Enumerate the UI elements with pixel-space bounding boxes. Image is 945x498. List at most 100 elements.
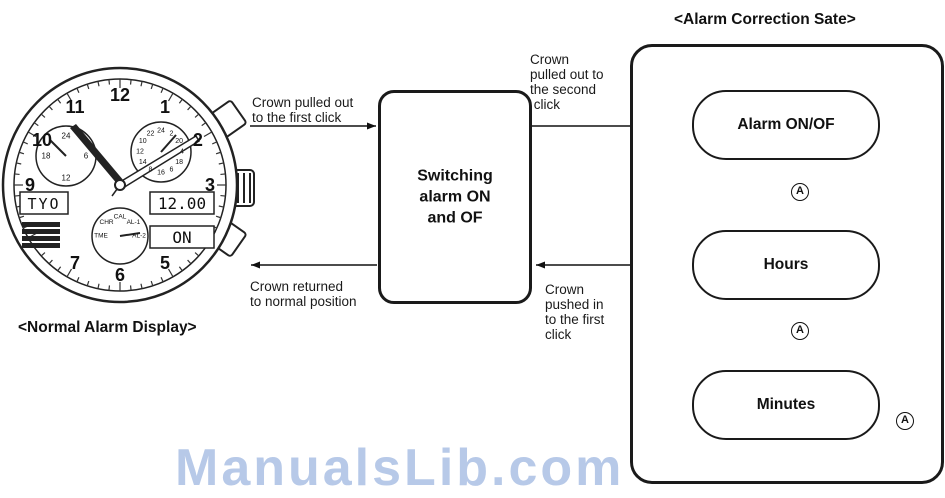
- subdial-right-label: 4: [180, 149, 184, 156]
- minute-tick: [140, 81, 143, 87]
- minute-tick: [33, 122, 39, 127]
- mode-label: AL-1: [127, 219, 141, 226]
- minute-tick: [160, 87, 164, 93]
- subdial-right-label: 10: [139, 138, 147, 145]
- mode-label: CAL: [114, 214, 127, 221]
- subdial-right-label: 8: [149, 167, 153, 174]
- subdial-right-label: 2: [170, 130, 174, 137]
- minute-tick: [194, 252, 200, 257]
- minute-tick: [178, 266, 183, 272]
- city-window: [19, 191, 69, 215]
- minute-tick: [16, 162, 22, 165]
- label-crown-pulled-second: Crown pulled out to the second click: [530, 52, 604, 112]
- lcd-segments: [22, 222, 60, 248]
- minute-tick: [40, 113, 46, 118]
- normal-alarm-display-caption: <Normal Alarm Display>: [18, 319, 197, 336]
- minute-tick: [167, 268, 174, 278]
- minute-tick: [66, 92, 73, 102]
- button-a-marker-2: A: [791, 322, 809, 340]
- minute-tick: [194, 113, 200, 118]
- minute-tick: [215, 215, 221, 219]
- hour-numeral: 5: [160, 253, 170, 273]
- minute-tick: [57, 266, 62, 272]
- minute-tick: [220, 173, 226, 176]
- mode-label: TME: [94, 233, 108, 240]
- minute-tick: [76, 87, 80, 93]
- minute-tick: [215, 151, 221, 155]
- hour-numeral: 7: [70, 253, 80, 273]
- label-crown-returned: Crown returned to normal position: [250, 279, 357, 309]
- switching-alarm-box: Switching alarm ON and OF: [378, 90, 532, 304]
- state-minutes: Minutes: [692, 370, 880, 440]
- subdial-left-label: 18: [42, 152, 51, 161]
- hour-numeral: 6: [115, 265, 125, 285]
- minute-tick: [150, 84, 154, 90]
- subdial-right-hand: [160, 134, 177, 153]
- hour-numeral: 3: [205, 175, 215, 195]
- subdial-right-label: 16: [157, 170, 165, 177]
- minute-tick: [86, 84, 90, 90]
- minute-tick: [108, 285, 111, 291]
- subdial-right-label: 14: [139, 159, 147, 166]
- minute-tick: [48, 105, 53, 111]
- minute-tick: [19, 151, 25, 155]
- label-crown-pushed: Crown pushed in to the first click: [545, 282, 605, 342]
- minute-tick: [97, 81, 100, 87]
- minute-tick: [40, 252, 46, 257]
- time-display: 12.00: [158, 194, 206, 213]
- city-display: TYO: [27, 195, 60, 213]
- alarm-status-display: ON: [172, 228, 191, 247]
- minute-tick: [160, 277, 164, 283]
- minute-tick: [203, 131, 213, 138]
- hour-numeral: 2: [193, 130, 203, 150]
- subdial-right-label: 6: [170, 167, 174, 174]
- minute-tick: [129, 285, 132, 291]
- minute-tick: [201, 122, 207, 127]
- subdial-bottom-hand: [119, 232, 141, 237]
- hour-numeral: 12: [110, 85, 130, 105]
- state-hours: Hours: [692, 230, 880, 300]
- minute-tick: [187, 259, 192, 265]
- hour-numeral: 10: [32, 130, 52, 150]
- minute-tick: [76, 277, 80, 283]
- subdial-right-label: 20: [175, 138, 183, 145]
- minute-tick: [14, 173, 20, 176]
- minute-tick: [97, 283, 100, 289]
- subdial-left-label: 24: [62, 132, 71, 141]
- time-window: [149, 191, 215, 215]
- subdial-right-label: 18: [175, 159, 183, 166]
- minute-tick: [108, 79, 111, 85]
- mode-label: CHR: [100, 219, 114, 226]
- minute-tick: [187, 105, 192, 111]
- subdial-left-label: 6: [84, 152, 89, 161]
- hour-numeral: 11: [65, 97, 84, 117]
- minute-tick: [19, 215, 25, 219]
- subdial-left-hand: [49, 139, 67, 157]
- minute-tick: [66, 268, 73, 278]
- alarm-status-window: [149, 225, 215, 249]
- minute-tick: [86, 280, 90, 286]
- subdial-right-label: 12: [136, 149, 144, 156]
- minute-tick: [140, 283, 143, 289]
- minute-tick: [48, 259, 53, 265]
- minute-tick: [129, 79, 132, 85]
- minute-tick: [178, 98, 183, 104]
- minute-tick: [22, 141, 28, 145]
- alarm-correction-title: <Alarm Correction Sate>: [674, 11, 856, 28]
- switching-alarm-label: Switching alarm ON and OF: [417, 167, 493, 227]
- minute-tick: [27, 131, 37, 138]
- mode-label: AL-2: [132, 233, 146, 240]
- label-crown-pulled-first: Crown pulled out to the first click: [252, 95, 354, 125]
- minute-tick: [57, 98, 62, 104]
- minute-tick: [218, 162, 224, 165]
- hour-numeral: 9: [25, 175, 35, 195]
- main-hands: [70, 124, 201, 197]
- minute-tick: [218, 205, 224, 208]
- minute-tick: [212, 141, 218, 145]
- minute-tick: [14, 194, 20, 197]
- subdial-left-label: 12: [62, 174, 71, 183]
- minute-tick: [167, 92, 174, 102]
